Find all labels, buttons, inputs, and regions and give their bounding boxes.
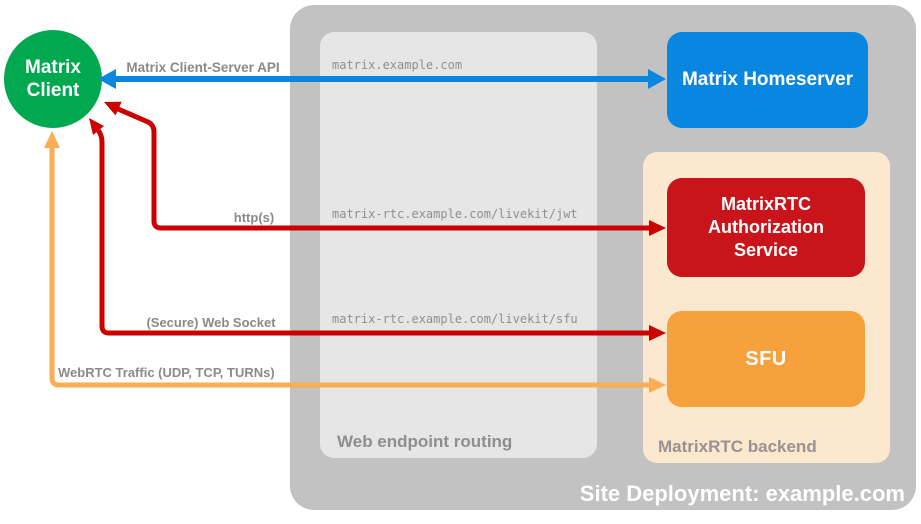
matrix-client-label: Matrix Client [25,56,81,101]
http-arrow-label: http(s) [233,210,275,225]
arrowhead-to-client-icon [44,131,60,148]
endpoint-jwt-url: matrix-rtc.example.com/livekit/jwt [332,207,578,221]
client-server-api-arrow-label: Matrix Client-Server API [126,60,280,75]
endpoint-homeserver-url: matrix.example.com [332,58,463,72]
arrowhead-to-client-icon [104,101,122,116]
matrixrtc-authorization-service-label: MatrixRTC Authorization Service [708,193,824,261]
websocket-arrow-label: (Secure) Web Socket [146,315,276,330]
sfu-node: SFU [667,311,865,407]
matrixrtc-backend-label: MatrixRTC backend [658,437,817,456]
sfu-label: SFU [745,347,787,370]
site-deployment-label: Site Deployment: example.com [579,481,905,506]
endpoint-sfu-url: matrix-rtc.example.com/livekit/sfu [332,312,578,326]
arrowhead-to-client-icon [89,118,104,135]
matrix-homeserver-label: Matrix Homeserver [681,69,854,90]
webrtc-traffic-arrow-label: WebRTC Traffic (UDP, TCP, TURNs) [58,365,275,380]
web-endpoint-routing-container [320,32,597,458]
matrix-homeserver-node: Matrix Homeserver [667,32,868,128]
matrixrtc-authorization-service-node: MatrixRTC Authorization Service [667,178,865,277]
web-endpoint-routing-label: Web endpoint routing [337,432,513,451]
matrix-client-node: Matrix Client [4,30,102,128]
